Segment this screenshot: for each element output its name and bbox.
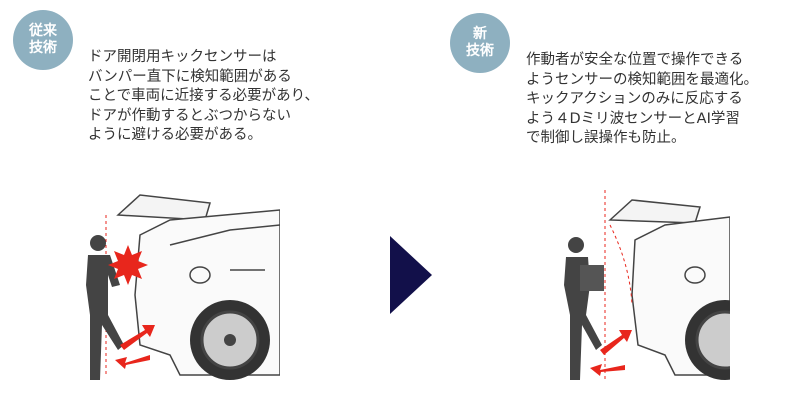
kick-arrow-icon [115,355,150,369]
desc-line: ことで車両に近接する必要があり、 [88,88,319,104]
desc-line: で制御し誤操作も防止。 [526,130,686,146]
badge-line: 技術 [466,43,494,59]
desc-line: よう４Dミリ波センサーとAI学習 [526,110,740,127]
collision-burst-icon [108,245,148,285]
transition-arrow-icon [390,236,432,314]
conventional-illustration [86,194,280,380]
desc-line: 作動者が安全な位置で操作できる [526,52,744,68]
desc-line: ようセンサーの検知範囲を最適化。 [526,71,758,88]
wheel-icon [685,300,730,380]
desc-line: ように避ける必要がある。 [88,127,262,143]
new-illustration [564,190,730,380]
new-tech-badge: 新 技術 [450,13,510,73]
conventional-tech-badge: 従来 技術 [13,10,73,70]
desc-line: キックアクションのみに反応する [526,91,743,107]
badge-line: 従来 [29,23,57,39]
person-icon [86,235,124,380]
sensor-range-curve [609,224,633,306]
person-icon [564,237,602,380]
desc-line: ドア開閉用キックセンサーは [88,49,277,65]
wheel-icon [190,300,270,380]
badge-line: 技術 [29,40,57,56]
new-description: 作動者が安全な位置で操作できる ようセンサーの検知範囲を最適化。 キックアクショ… [526,51,758,149]
desc-line: バンパー直下に検知範囲がある [88,68,292,85]
kick-arrow-icon [590,364,625,376]
kick-arrow-icon [120,325,155,350]
desc-line: ドアが作動するとぶつからない [88,107,291,124]
carried-box-icon [580,265,604,291]
badge-line: 新 [473,26,487,42]
kick-arrow-icon [600,330,632,355]
conventional-description: ドア開閉用キックセンサーは バンパー直下に検知範囲がある ことで車両に近接する必… [88,48,319,146]
